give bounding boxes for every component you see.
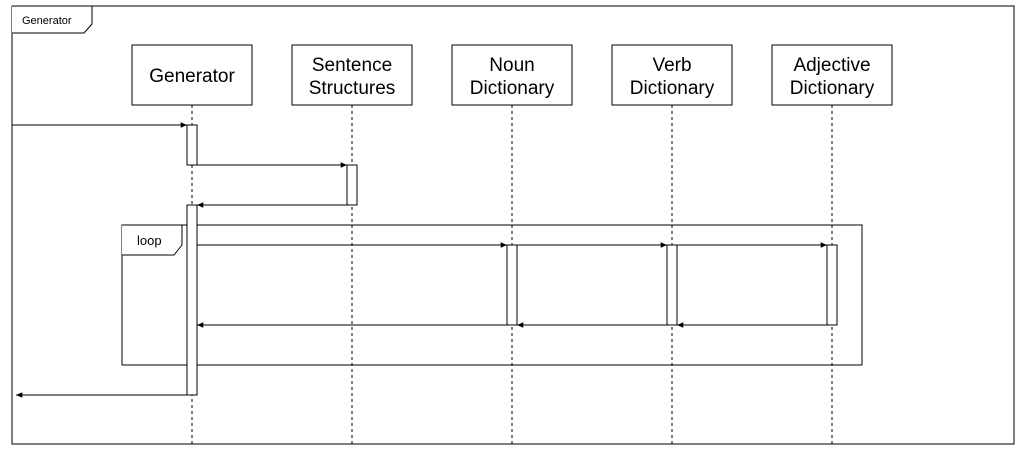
activation-generator-1 — [186, 124, 198, 166]
activation-noun — [506, 244, 518, 326]
participant-verb-line1: Verb — [652, 55, 691, 76]
loop-label: loop — [137, 233, 162, 248]
activation-sentence — [346, 164, 358, 206]
participant-noun-line2: Dictionary — [470, 78, 555, 99]
participant-sentence-line2: Structures — [309, 78, 396, 99]
activation-verb — [666, 244, 678, 326]
frame-label: Generator — [22, 15, 72, 27]
activation-adjective — [826, 244, 838, 326]
loop-fragment-tab — [122, 224, 183, 256]
participant-adjective-line2: Dictionary — [790, 78, 875, 99]
loop-fragment — [121, 224, 863, 366]
participant-sentence-structures: Sentence Structures — [291, 44, 413, 106]
participant-adjective-line1: Adjective — [793, 55, 870, 76]
participant-noun-line1: Noun — [489, 55, 534, 76]
participant-adjective-dictionary: Adjective Dictionary — [771, 44, 893, 106]
participant-verb-dictionary: Verb Dictionary — [611, 44, 733, 106]
participant-verb-line2: Dictionary — [630, 78, 715, 99]
activation-generator-2 — [186, 204, 198, 396]
participant-noun-dictionary: Noun Dictionary — [451, 44, 573, 106]
participant-sentence-line1: Sentence — [312, 55, 392, 76]
outer-frame — [11, 5, 1015, 445]
participant-generator: Generator — [131, 44, 253, 106]
participant-generator-line1: Generator — [149, 66, 235, 87]
outer-frame-tab — [12, 5, 93, 34]
